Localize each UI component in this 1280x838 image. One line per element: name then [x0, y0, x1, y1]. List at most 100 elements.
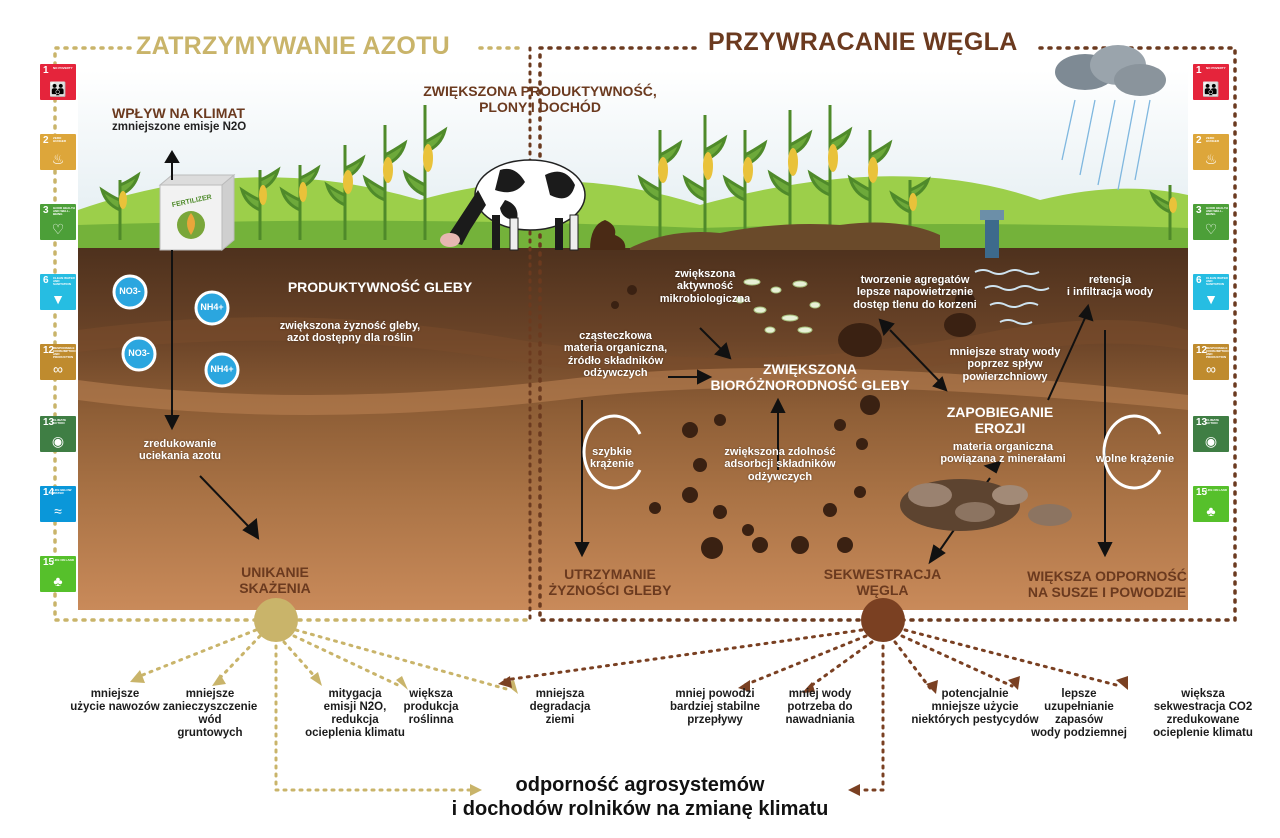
heartbeat-icon: ♡ [51, 221, 65, 237]
reduced-emissions-label: zmniejszone emisje N2O [112, 121, 247, 133]
sdg-number: 2 [1196, 135, 1202, 146]
sequestration-node [861, 598, 905, 642]
avoid-pollution-node [254, 598, 298, 642]
microbial-activity-label: zwiększona aktywność mikrobiologiczna [659, 268, 751, 305]
particulate-om-label: cząsteczkowa materia organiczna, źródło … [563, 330, 668, 379]
maintain-fertility-heading: UTRZYMANIE ŻYZNOŚCI GLEBY [548, 566, 672, 598]
sdg-label: LIFE ON LAND [1206, 488, 1227, 492]
sdg-number: 14 [43, 487, 55, 498]
eye-globe-icon: ◉ [1204, 433, 1218, 449]
bottom-line-2: i dochodów rolników na zmianę klimatu [451, 798, 829, 820]
sdg-label: RESPONSIBLE CONSUMPTION AND PRODUCTION [1206, 346, 1229, 359]
infinity-icon: ∞ [53, 361, 63, 377]
sdg-number: 13 [1196, 417, 1208, 428]
bottom-line-1: odporność agrosystemów [515, 774, 765, 796]
sdg-label: CLEAN WATER AND SANITATION [53, 276, 75, 286]
sdg-number: 1 [43, 65, 49, 76]
less-water-loss-label: mniejsze straty wody poprzez spływ powie… [949, 346, 1061, 383]
heartbeat-icon: ♡ [1204, 221, 1218, 237]
outcome-item: większa sekwestracja CO2 zredukowane oci… [1153, 688, 1253, 739]
family-icon: 👪 [1202, 81, 1220, 97]
outcome-arrows-right [503, 628, 1122, 792]
eye-globe-icon: ◉ [51, 433, 65, 449]
sdg-goal-6: 6 CLEAN WATER AND SANITATION ▼ [1193, 274, 1229, 310]
ammonium-ion-1: NH4+ [200, 302, 224, 312]
outcome-item: mniej wody potrzeba do nawadniania [785, 688, 855, 726]
outcome-item: mniej powodzi bardziej stabilne przepływ… [669, 688, 761, 726]
sdg-number: 6 [1196, 275, 1202, 286]
fertilizer-bag [158, 173, 236, 252]
sdg-goal-6: 6 CLEAN WATER AND SANITATION ▼ [40, 274, 76, 310]
outcome-item: lepsze uzupełnianie zapasów wody podziem… [1031, 688, 1127, 739]
sdg-label: LIFE ON LAND [53, 558, 74, 562]
avoid-pollution-heading: UNIKANIE SKAŻENIA [239, 564, 311, 596]
outcome-item: potencjalnie mniejsze użycie niektórych … [911, 688, 1039, 726]
climate-impact-heading: WPŁYW NA KLIMAT [112, 105, 245, 121]
adsorption-label: zwiększona zdolność adsorbcji składników… [724, 446, 836, 483]
soil-wave-2 [78, 368, 1188, 415]
bowl-icon: ♨ [1204, 151, 1218, 167]
om-minerals-label: materia organiczna powiązana z minerałam… [940, 441, 1066, 466]
water-glass-icon: ▼ [51, 291, 65, 307]
sdg-number: 15 [43, 557, 55, 568]
sdg-label: GOOD HEALTH AND WELL-BEING [53, 206, 75, 216]
sdg-number: 6 [43, 275, 49, 286]
erosion-heading: ZAPOBIEGANIE EROZJI [946, 404, 1054, 436]
arrows [164, 150, 1113, 565]
corn-plants [99, 105, 1177, 240]
sequestration-heading: SEKWESTRACJA WĘGLA [823, 566, 942, 598]
outcome-item: mniejsza degradacja ziemi [529, 688, 591, 726]
sdg-label: ZERO HUNGER [53, 136, 67, 143]
soil-profile [78, 248, 1188, 610]
slow-cycle-label: wolne krążenie [1095, 453, 1175, 465]
nitrogen-title: ZATRZYMYWANIE AZOTU [136, 32, 451, 60]
aggregates-label: tworzenie agregatów lepsze napowietrzeni… [853, 274, 977, 311]
sdg-label: ZERO HUNGER [1206, 136, 1220, 143]
cycle-arrows [582, 414, 1162, 490]
sdg-number: 1 [1196, 65, 1202, 76]
resilience-heading: WIĘKSZA ODPORNOŚĆ NA SUSZE I POWODZIE [1027, 568, 1187, 600]
productivity-heading: ZWIĘKSZONA PRODUKTYWNOŚĆ, PLONY I DOCHÓD [423, 83, 657, 115]
tree-icon: ♣ [53, 573, 63, 589]
soil-productivity-heading: PRODUKTYWNOŚĆ GLEBY [287, 279, 473, 295]
nitrate-ions [112, 274, 240, 388]
mulch-layer [630, 222, 940, 250]
sdg-label: CLEAN WATER AND SANITATION [1206, 276, 1228, 286]
manure-pile [590, 220, 626, 250]
infinity-icon: ∞ [1206, 361, 1216, 377]
microbes [735, 278, 821, 334]
nitrate-ion-1: NO3- [119, 286, 141, 296]
outcome-item: większa produkcja roślinna [403, 688, 459, 726]
water-ripples [974, 269, 1050, 325]
water-glass-icon: ▼ [1204, 291, 1218, 307]
water-retention-label: retencja i infiltracja wody [1066, 274, 1154, 299]
sdg-number: 13 [43, 417, 55, 428]
sdg-number: 12 [43, 345, 55, 356]
sdg-label: LIFE BELOW WATER [53, 488, 72, 495]
fish-icon: ≈ [54, 503, 62, 519]
sdg-label: NO POVERTY [1206, 66, 1226, 70]
fast-cycle-label: szybkie krążenie [589, 446, 635, 471]
sdg-label: CLIMATE ACTION [1206, 418, 1220, 425]
sdg-goal-1: 1 NO POVERTY 👪 [1193, 64, 1229, 100]
reduced-leaching-label: zredukowanie uciekania azotu [139, 438, 221, 463]
soil-fertility-label: zwiększona żyzność gleby, azot dostępny … [279, 320, 421, 345]
family-icon: 👪 [49, 81, 67, 97]
biodiversity-heading: ZWIĘKSZONA BIORÓŻNORODNOŚĆ GLEBY [710, 361, 910, 393]
bowl-icon: ♨ [51, 151, 65, 167]
cow-illustration [440, 159, 586, 251]
arrowheads [130, 670, 1128, 796]
sdg-number: 3 [43, 205, 49, 216]
sdg-number: 12 [1196, 345, 1208, 356]
sdg-label: GOOD HEALTH AND WELL-BEING [1206, 206, 1228, 216]
soil-wave-1 [78, 317, 1188, 380]
